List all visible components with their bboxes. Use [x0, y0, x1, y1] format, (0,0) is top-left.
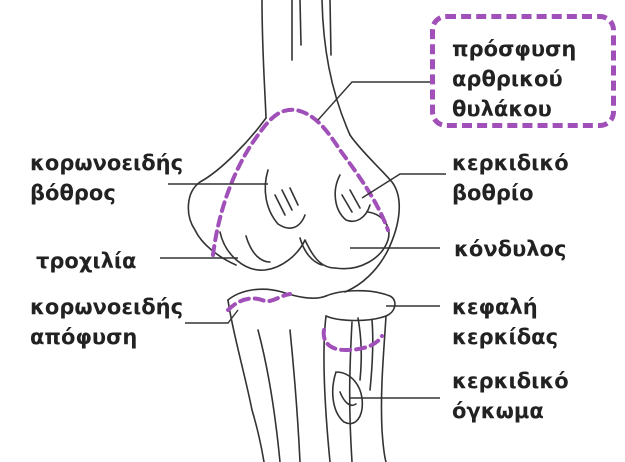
humerus-shaft — [262, 0, 266, 118]
label-coronoid-fossa: κορωνοειδής βόθρος — [30, 148, 183, 208]
trochlea-outline — [220, 232, 335, 270]
label-condyle: κόνδυλος — [454, 234, 566, 264]
capsule-attachment-line — [213, 110, 388, 255]
radius-shaft — [381, 316, 386, 462]
label-coronoid-process: κορωνοειδής απόφυση — [30, 292, 183, 352]
coronoid-fossa-outline — [265, 170, 305, 228]
label-radial-fossa: κερκιδικό βοθρίο — [452, 148, 569, 208]
capitulum-outline — [335, 212, 389, 269]
label-radial-tuberosity: κερκιδικό όγκωμα — [452, 366, 569, 426]
humerus-shaft — [322, 0, 350, 135]
label-radial-head: κεφαλή κερκίδας — [452, 292, 558, 352]
label-capsule-attachment: πρόσφυση αρθρικού θυλάκου — [452, 34, 576, 124]
radial-head-top — [326, 291, 395, 321]
leader-capsule — [318, 82, 432, 120]
humerus-shaft-line — [330, 0, 331, 55]
label-trochlea: τροχιλία — [36, 246, 137, 276]
leader-radial-fossa — [362, 174, 446, 198]
ulna-shaft — [228, 300, 264, 462]
capsule-attachment-line — [228, 294, 290, 310]
humerus-shaft-line — [300, 0, 301, 45]
